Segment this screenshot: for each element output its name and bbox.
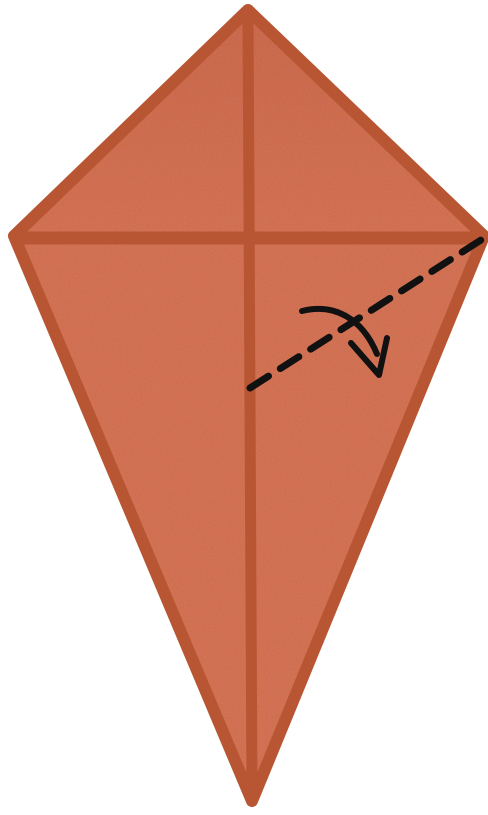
vertical-crease (248, 14, 252, 796)
